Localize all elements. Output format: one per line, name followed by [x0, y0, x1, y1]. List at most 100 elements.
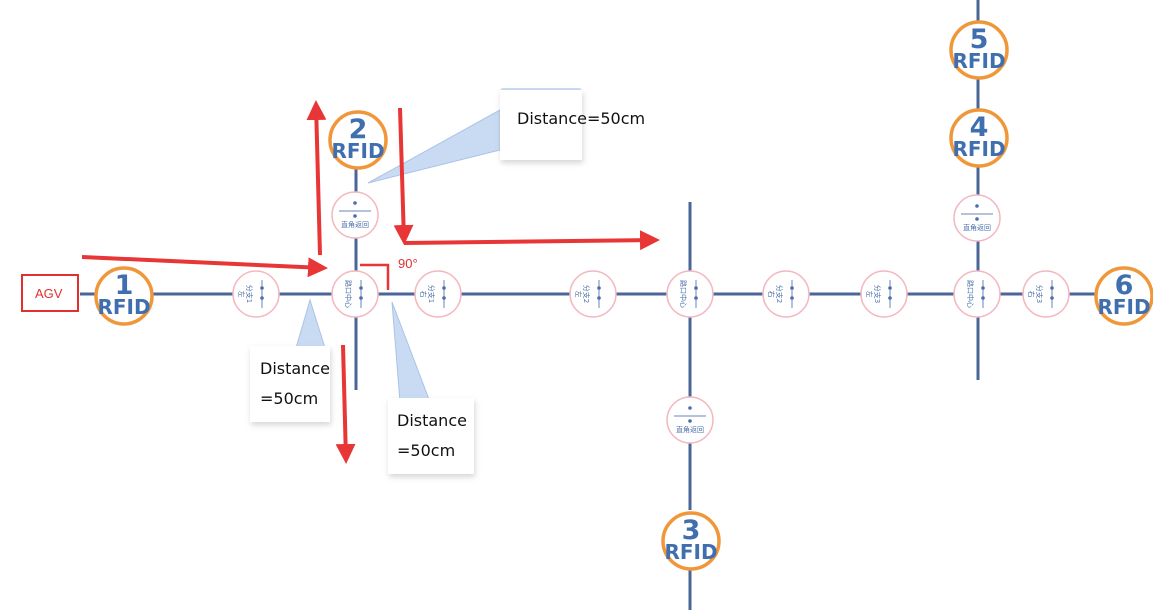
callout-top: Distance=50cm	[367, 88, 645, 184]
tag-sub-label: 右	[419, 291, 428, 298]
tag-dot	[981, 286, 985, 290]
tag-dot	[359, 286, 363, 290]
tag-sub-label: 左	[237, 291, 246, 298]
rfid-ring	[328, 110, 388, 170]
rfid-label: RFID	[952, 49, 1005, 73]
tag-dot	[442, 296, 446, 300]
rfid-number: 4	[970, 112, 989, 143]
tag-dot	[694, 286, 698, 290]
tag-ring	[762, 270, 810, 318]
tag-dot	[260, 296, 264, 300]
tag-dot	[260, 286, 264, 290]
tag-dot	[597, 286, 601, 290]
tag-dot	[694, 296, 698, 300]
tag-dot	[597, 296, 601, 300]
magnetic-tag: 路口中心	[953, 270, 1001, 318]
tag-label: 分支1	[245, 285, 254, 303]
tag-label: 分支3	[1035, 285, 1044, 303]
tag-ring	[232, 270, 280, 318]
rfid-number: 5	[970, 24, 989, 55]
arrow-down	[335, 344, 356, 464]
tag-dot	[1050, 286, 1054, 290]
tag-label: 分支3	[873, 285, 882, 303]
tag-label: 分支2	[582, 285, 591, 303]
tag-dot	[688, 419, 692, 423]
callout-right: Distance =50cm	[388, 301, 474, 474]
magnetic-tag: 直角返回	[666, 396, 714, 444]
tag-label: 分支1	[427, 285, 436, 303]
rfid-ring	[661, 511, 721, 571]
tag-dot	[888, 296, 892, 300]
tag-ring	[414, 270, 462, 318]
tag-sub-label: 右	[1027, 291, 1036, 298]
callout-right-text-1: Distance	[397, 411, 467, 430]
callout-top-box	[500, 90, 582, 160]
arrow-approach	[81, 255, 328, 278]
tag-label: 路口中心	[344, 280, 353, 308]
tag-ring	[331, 270, 379, 318]
right-angle-mark: 90°	[360, 256, 418, 290]
tag-dot	[888, 286, 892, 290]
tag-sub-label: 右	[767, 291, 776, 298]
rfid-ring	[94, 266, 154, 326]
tag-ring	[569, 270, 617, 318]
tag-dot	[688, 406, 692, 410]
tag-label: 分支2	[775, 285, 784, 303]
tag-label: 直角返回	[341, 220, 369, 229]
rfid-label: RFID	[664, 540, 717, 564]
rfid-ring	[949, 20, 1009, 80]
arrow-drop	[393, 107, 414, 245]
right-angle-icon	[360, 263, 390, 290]
tag-dot	[975, 217, 979, 221]
tag-dot	[790, 286, 794, 290]
tag-dot	[442, 286, 446, 290]
callout-left: Distance =50cm	[250, 298, 330, 422]
tag-dot	[353, 201, 357, 205]
tag-sub-label: 左	[865, 291, 874, 298]
rfid-label: RFID	[952, 137, 1005, 161]
rfid-label: RFID	[97, 295, 150, 319]
arrow-right	[403, 230, 660, 251]
magnetic-tag: 路口中心	[331, 270, 379, 318]
tag-label: 直角返回	[676, 425, 704, 434]
rfid-ring	[949, 108, 1009, 168]
tag-dot	[975, 204, 979, 208]
callout-top-text: Distance=50cm	[517, 109, 645, 128]
tag-ring	[953, 270, 1001, 318]
tag-label: 直角返回	[963, 223, 991, 232]
movement-arrows	[81, 100, 660, 464]
rfid-number: 1	[115, 270, 134, 301]
tag-ring	[666, 270, 714, 318]
rfid-number: 3	[682, 515, 701, 546]
agv-vehicle: AGV	[21, 274, 79, 312]
magnetic-tag: 直角返回	[331, 191, 379, 239]
agv-box	[21, 274, 79, 312]
magnetic-tag: 直角返回	[953, 194, 1001, 242]
arrow-up	[306, 100, 327, 256]
rfid-label: RFID	[1097, 295, 1150, 319]
agv-label: AGV	[35, 286, 63, 301]
callout-left-box	[250, 346, 330, 422]
rfid-label: RFID	[331, 139, 384, 163]
rfid-number: 2	[349, 114, 368, 145]
callout-left-text-1: Distance	[260, 359, 330, 378]
magnetic-tag: 路口中心	[666, 270, 714, 318]
tag-label: 路口中心	[966, 280, 975, 308]
tag-dot	[359, 296, 363, 300]
tag-ring	[1022, 270, 1070, 318]
tag-ring	[860, 270, 908, 318]
magnetic-tags: 分支1左路口中心分支1右直角返回分支2左路口中心直角返回分支2右分支3左路口中心…	[232, 191, 1070, 444]
tag-dot	[353, 214, 357, 218]
